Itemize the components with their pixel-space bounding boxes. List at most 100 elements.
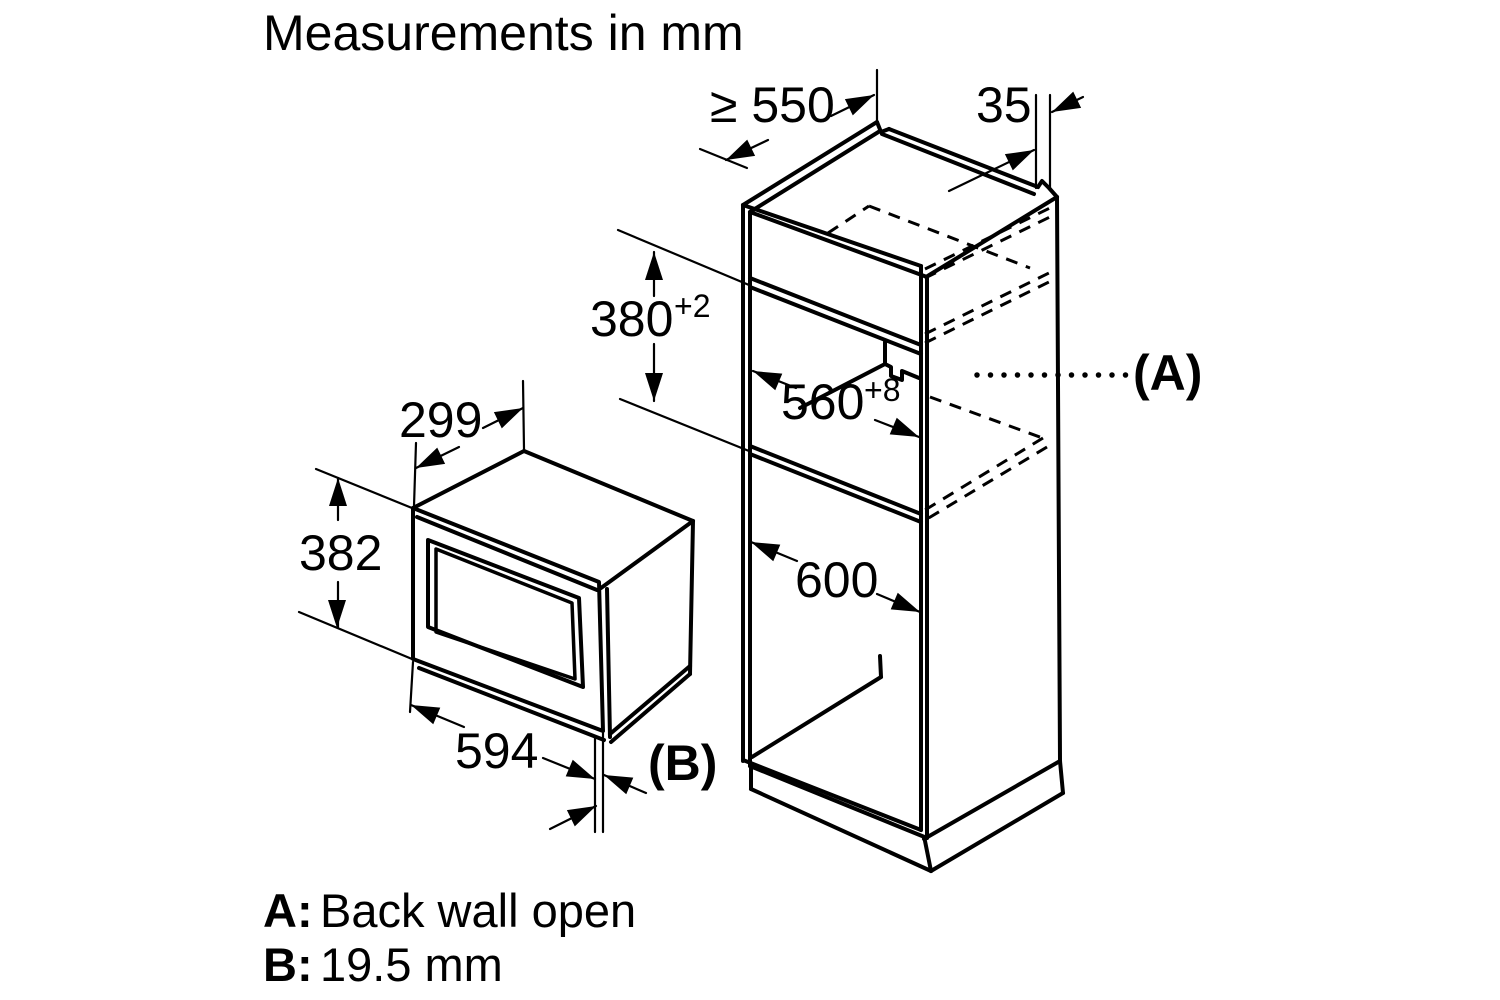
- microwave-side-bottom-edge: [608, 664, 692, 736]
- microwave-frame-bottom-inner-edge: [417, 666, 606, 742]
- hidden-edge: [929, 395, 1049, 442]
- cabinet-top-back-notch: [875, 120, 891, 134]
- dim-label-niche-height: 380: [590, 291, 673, 347]
- dimension-arrowhead: [565, 759, 595, 779]
- ref-back-wall: (A): [974, 345, 1202, 401]
- cabinet-lower-shelf-bottom-edge: [748, 452, 923, 524]
- dim-label-niche-width-tolerance: +8: [864, 372, 900, 408]
- cabinet-upper-shelf-bottom-edge: [748, 285, 923, 356]
- dimension-arrowhead: [1004, 150, 1034, 171]
- cabinet-top-left-inner-edge: [748, 129, 882, 214]
- dim-microwave-depth: 299: [399, 379, 526, 508]
- dimension-arrowhead: [411, 705, 441, 725]
- page-title: Measurements in mm: [263, 5, 744, 61]
- dim-label-niche-height-tolerance: +2: [674, 288, 710, 324]
- cabinet-side-bottom-edge: [922, 759, 1062, 841]
- dim-niche-height: 380 +2: [590, 228, 751, 453]
- hidden-edge: [924, 212, 1057, 280]
- cabinet-top-back-inner-edge: [880, 132, 1036, 196]
- microwave-side-base-edge: [609, 672, 692, 744]
- microwave-door-window-inner: [434, 547, 577, 681]
- dim-label-width: 594: [455, 723, 538, 779]
- microwave-frame-right-inner-edge: [605, 587, 612, 739]
- microwave-top-left-edge: [411, 449, 526, 510]
- extension-line: [297, 610, 414, 661]
- hidden-edge: [827, 204, 870, 235]
- dim-label-lower-niche-width: 600: [795, 552, 878, 608]
- dimension-arrowhead: [751, 542, 781, 562]
- hidden-edge: [926, 445, 1048, 521]
- microwave-top-back-edge: [522, 449, 695, 523]
- extension-line: [698, 147, 749, 170]
- legend-b-value: 19.5 mm: [320, 938, 503, 991]
- dim-label-depth: 299: [399, 392, 482, 448]
- hidden-edge: [868, 204, 1031, 270]
- cabinet-bottom-front-outer-edge: [741, 758, 923, 832]
- legend-a-key: A:: [263, 884, 313, 937]
- cabinet-bottom-front-inner-edge: [748, 764, 929, 840]
- plinth-front-corner-edge: [923, 839, 933, 873]
- extension-line: [618, 397, 751, 453]
- extension-line: [314, 467, 414, 510]
- gap-ref-label: (B): [648, 735, 717, 791]
- back-ref-label: (A): [1133, 345, 1202, 401]
- hidden-edge: [924, 269, 1054, 336]
- dimension-arrowhead: [890, 592, 920, 612]
- plinth-back-right-edge: [1058, 759, 1065, 795]
- dim-label-min-depth: ≥ 550: [710, 77, 835, 133]
- cabinet-top-back-outer-edge: [887, 127, 1040, 189]
- dim-microwave-width: 594 (B): [408, 660, 717, 834]
- microwave-door-window-outer: [426, 538, 585, 689]
- legend-b-key: B:: [263, 938, 313, 991]
- cabinet-top-left-outer-edge: [741, 120, 879, 207]
- microwave-drawing: [411, 449, 695, 744]
- hidden-edge: [924, 436, 1044, 512]
- extension-line: [412, 441, 418, 508]
- dim-cabinet-depth: ≥ 550: [698, 68, 879, 170]
- hidden-edge: [924, 203, 1057, 271]
- legend: A: Back wall open B: 19.5 mm: [263, 884, 636, 991]
- dimension-arrowhead: [493, 408, 523, 429]
- dimension-arrowhead: [844, 95, 874, 116]
- dim-label-niche-width: 560: [781, 374, 864, 430]
- plinth-front-bottom-edge: [749, 787, 933, 873]
- microwave-top-right-edge: [599, 519, 695, 590]
- bottom-compartment-back-corner-edge: [878, 654, 883, 679]
- dimension-arrowhead: [1052, 91, 1082, 112]
- dimension-arrowhead: [566, 806, 596, 827]
- extension-line: [616, 228, 751, 287]
- cabinet-top-front-inner-edge: [748, 210, 929, 279]
- dimension-arrowhead: [726, 139, 756, 160]
- cabinet-top-front-outer-edge: [741, 203, 923, 268]
- bottom-compartment-floor-left-edge: [750, 675, 883, 759]
- dim-label-top-clearance: 35: [976, 77, 1032, 133]
- niche-floor-left-edge: [798, 362, 887, 410]
- dim-microwave-height: 382: [297, 467, 414, 661]
- microwave-front-frame: [411, 506, 605, 733]
- dimension-arrowhead: [645, 252, 663, 280]
- plinth-right-bottom-edge: [929, 791, 1065, 873]
- dimension-arrowhead: [328, 600, 346, 628]
- cabinet-drawing: [741, 120, 1065, 873]
- dim-niche-width: 560 +8: [751, 369, 921, 439]
- dim-cabinet-top-clearance: 35: [947, 77, 1085, 193]
- dimension-arrowhead: [604, 775, 634, 795]
- cabinet-upper-shelf-top-edge: [748, 276, 923, 347]
- microwave-side-back-edge: [688, 519, 695, 676]
- dimension-arrowhead: [889, 417, 919, 437]
- cabinet-lower-shelf-top-edge: [748, 444, 923, 516]
- dimension-arrowhead: [416, 447, 446, 468]
- dim-lower-niche-width: 600: [749, 540, 922, 614]
- dimension-arrowhead: [329, 478, 347, 506]
- hidden-edge: [924, 278, 1054, 345]
- microwave-frame-top-inner-edge: [415, 515, 599, 592]
- dim-label-height: 382: [299, 525, 382, 581]
- cabinet-top-right-notch: [1036, 179, 1059, 199]
- extension-line: [408, 660, 415, 714]
- dimension-arrowhead: [645, 373, 663, 401]
- dimension-arrowhead: [753, 371, 783, 391]
- extension-line: [521, 379, 526, 451]
- legend-a-value: Back wall open: [320, 884, 636, 937]
- cabinet-back-right-edge: [1055, 195, 1062, 763]
